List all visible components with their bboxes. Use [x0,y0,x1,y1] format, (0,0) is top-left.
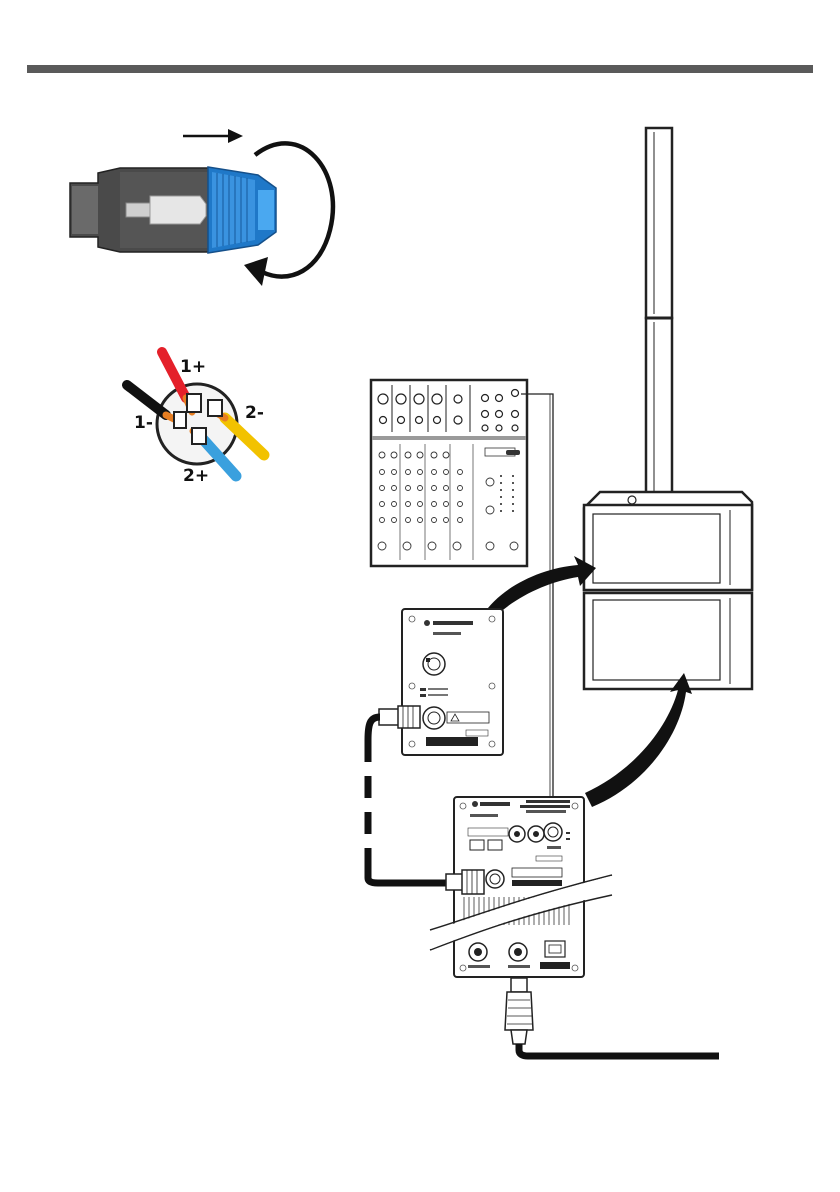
arrow-to-bottom-sub [585,673,692,807]
subwoofer-cabinet-icon [584,492,752,689]
pin-label-2-minus: 2- [245,403,264,423]
mixer-console-icon [371,380,527,566]
pin-label-1-plus: 1+ [180,357,206,377]
power-plug-icon [505,978,719,1056]
speakon-cable-plug-active [446,870,484,894]
header-rule [27,65,813,73]
arrow-right-icon [183,129,243,143]
pin-label-2-plus: 2+ [183,466,209,486]
speakon-plug-icon [70,167,276,253]
line-array-column-icon [646,128,672,508]
passive-sub-panel-icon [402,609,503,755]
speakon-cable-plug [379,706,420,728]
pin-label-1-minus: 1- [134,413,153,433]
speakon-pinout-icon: 1+ 1- 2- 2+ [127,352,264,486]
